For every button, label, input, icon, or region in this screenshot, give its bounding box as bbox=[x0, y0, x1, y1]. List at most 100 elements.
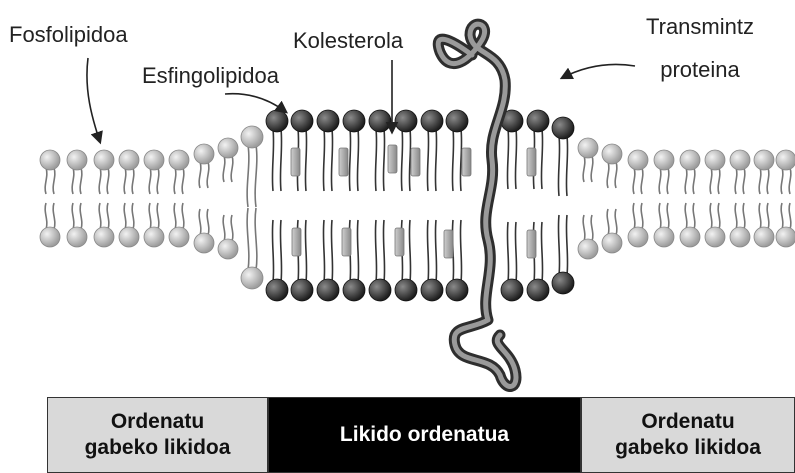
lipid-tail bbox=[53, 168, 55, 194]
lipid-tail bbox=[566, 136, 567, 196]
lipid-tail bbox=[174, 203, 176, 229]
lipid-tail bbox=[781, 168, 783, 194]
sphingolipid-head bbox=[527, 279, 549, 301]
phospholipid-head bbox=[218, 239, 238, 259]
lipid-tail bbox=[255, 208, 257, 270]
lipid-tail bbox=[558, 136, 559, 196]
lipid-tail bbox=[124, 203, 126, 229]
lipid-tail bbox=[452, 129, 453, 191]
lipid-tail bbox=[583, 156, 585, 182]
lipid-tail bbox=[157, 168, 159, 194]
lipid-tail bbox=[789, 168, 791, 194]
lipid-tail bbox=[615, 209, 617, 235]
lipid-tail bbox=[132, 168, 134, 194]
protein-arrow bbox=[562, 65, 635, 79]
lipid-tail bbox=[507, 129, 508, 189]
cholesterol-molecule bbox=[292, 228, 301, 256]
sphingolipid-arrow bbox=[225, 94, 286, 112]
lipid-tail bbox=[767, 168, 769, 194]
lipid-tail bbox=[182, 203, 184, 229]
phospholipid-head bbox=[40, 227, 60, 247]
transmembrane-label-line1: Transmintz bbox=[630, 15, 770, 39]
lipid-tail bbox=[207, 162, 209, 188]
lipid-tail bbox=[591, 156, 593, 182]
lipid-bilayer bbox=[40, 110, 795, 301]
phospholipid-head bbox=[776, 227, 795, 247]
lipid-tail bbox=[375, 129, 376, 191]
phospholipid-head bbox=[730, 227, 750, 247]
phospholipid-head bbox=[241, 126, 263, 148]
phospholipid-head bbox=[194, 144, 214, 164]
phospholipid-head bbox=[144, 227, 164, 247]
lipid-tail bbox=[80, 203, 82, 229]
lipid-tail bbox=[357, 220, 358, 282]
phospholipid-head bbox=[144, 150, 164, 170]
lipid-tail bbox=[199, 162, 201, 188]
lipid-tail bbox=[45, 203, 47, 229]
lipid-tail bbox=[72, 168, 74, 194]
lipid-tail bbox=[231, 156, 233, 182]
lipid-tail bbox=[591, 215, 593, 241]
region-center-ordered: Likido ordenatua bbox=[268, 397, 581, 473]
lipid-tail bbox=[710, 203, 712, 229]
lipid-tail bbox=[305, 220, 306, 282]
phospholipid-head bbox=[67, 227, 87, 247]
lipid-tail bbox=[558, 215, 559, 275]
cholesterol-molecule bbox=[527, 148, 536, 176]
phospholipid-head bbox=[705, 150, 725, 170]
phospholipid-head bbox=[67, 150, 87, 170]
lipid-tail bbox=[349, 129, 350, 191]
lipid-tail bbox=[718, 168, 720, 194]
sphingolipid-head bbox=[291, 279, 313, 301]
sphingolipid-head bbox=[343, 279, 365, 301]
sphingolipid-head bbox=[266, 110, 288, 132]
sphingolipid-head bbox=[501, 279, 523, 301]
cholesterol-molecule bbox=[527, 230, 536, 258]
phospholipid-head bbox=[94, 150, 114, 170]
lipid-tail bbox=[435, 129, 436, 191]
lipid-tail bbox=[247, 208, 249, 270]
lipid-tail bbox=[633, 203, 635, 229]
phospholipid-head bbox=[602, 233, 622, 253]
phospholipid-head bbox=[754, 150, 774, 170]
phospholipid-label: Fosfolipidoa bbox=[9, 23, 128, 47]
lipid-tail bbox=[207, 209, 209, 235]
lipid-tail bbox=[667, 203, 669, 229]
lipid-tail bbox=[735, 168, 737, 194]
sphingolipid-head bbox=[552, 117, 574, 139]
lipid-tail bbox=[157, 203, 159, 229]
phospholipid-head bbox=[578, 138, 598, 158]
cholesterol-molecule bbox=[339, 148, 348, 176]
phospholipid-head bbox=[218, 138, 238, 158]
lipid-tail bbox=[541, 129, 542, 189]
lipid-tail bbox=[231, 215, 233, 241]
sphingolipid-head bbox=[421, 279, 443, 301]
phospholipid-head bbox=[680, 150, 700, 170]
lipid-tail bbox=[693, 168, 695, 194]
lipid-tail bbox=[182, 168, 184, 194]
transmembrane-label-line2: proteina bbox=[630, 58, 770, 82]
lipid-tail bbox=[735, 203, 737, 229]
phospholipid-head bbox=[776, 150, 795, 170]
lipid-tail bbox=[124, 168, 126, 194]
lipid-tail bbox=[515, 222, 516, 282]
lipid-tail bbox=[607, 162, 609, 188]
lipid-tail bbox=[718, 203, 720, 229]
lipid-tail bbox=[583, 215, 585, 241]
lipid-tail bbox=[541, 222, 542, 282]
sphingolipid-head bbox=[343, 110, 365, 132]
lipid-tail bbox=[72, 203, 74, 229]
lipid-tail bbox=[759, 168, 761, 194]
region-left-disordered: Ordenatu gabeko likidoa bbox=[47, 397, 268, 473]
lipid-tail bbox=[710, 168, 712, 194]
lipid-tail bbox=[375, 220, 376, 282]
phospholipid-head bbox=[730, 150, 750, 170]
lipid-tail bbox=[383, 129, 384, 191]
phospholipid-arrow bbox=[87, 58, 100, 142]
phospholipid-head bbox=[602, 144, 622, 164]
lipid-tail bbox=[781, 203, 783, 229]
lipid-tail bbox=[99, 168, 101, 194]
lipid-tail bbox=[685, 168, 687, 194]
phospholipid-head bbox=[194, 233, 214, 253]
phospholipid-head bbox=[705, 227, 725, 247]
